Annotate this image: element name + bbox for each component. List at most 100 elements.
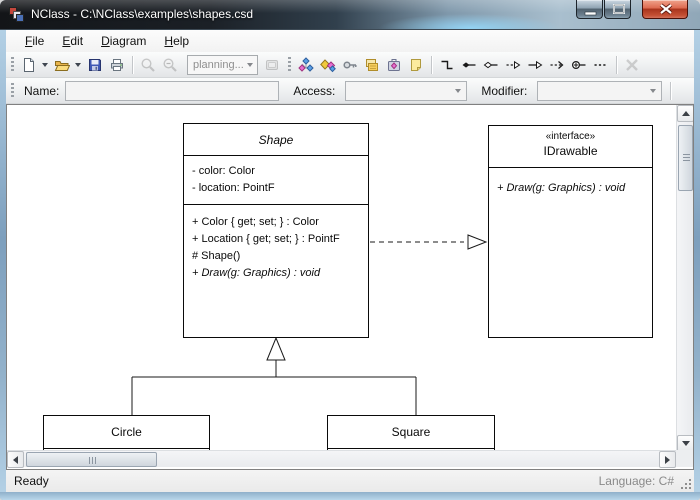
toolbar-separator [616,55,617,74]
vertical-scrollbar-thumb[interactable] [678,125,693,191]
combobox-dropdown-button[interactable] [645,83,660,99]
realization-tool-button[interactable] [503,55,523,75]
close-icon [659,3,673,15]
arrow-down-icon [681,441,690,446]
new-document-button[interactable] [19,55,39,75]
nesting-icon [571,60,586,69]
new-document-dropdown[interactable] [40,55,49,75]
open-document-button[interactable] [52,55,72,75]
diagram-canvas[interactable]: Shape - color: Color - location: PointF … [6,104,694,470]
toolbar-grip[interactable] [288,56,291,73]
horizontal-scrollbar[interactable] [7,450,676,468]
class-tool-icon [298,56,314,72]
scroll-left-button[interactable] [7,451,24,468]
dependency-tool-button[interactable] [547,55,567,75]
save-icon [89,58,101,71]
open-document-dropdown[interactable] [73,55,82,75]
menu-help[interactable]: Help [164,34,190,48]
menu-edit[interactable]: Edit [62,34,84,48]
minimize-button[interactable] [576,0,603,19]
note-icon [411,58,421,71]
vertical-scrollbar[interactable] [676,105,693,452]
method[interactable]: + Draw(g: Graphics) : void [192,267,321,279]
menu-diagram[interactable]: Diagram [101,34,147,48]
comment-link-tool-button[interactable] [591,55,611,75]
class-circle[interactable]: Circle [43,415,210,452]
method[interactable]: + Color { get; set; } : Color [192,216,319,228]
name-input[interactable] [65,80,280,101]
class-square[interactable]: Square [327,415,495,452]
app-icon [9,7,25,23]
client-area: File Edit Diagram Help [6,30,694,492]
toolbar-grip[interactable] [11,82,14,99]
auto-zoom-button[interactable] [262,55,282,75]
minimize-icon [584,11,597,16]
key-icon [343,60,357,69]
briefcase-icon [388,58,400,71]
stereotype: «interface» [545,131,596,142]
interface-tool-button[interactable] [318,55,338,75]
field[interactable]: - location: PointF [192,182,275,194]
close-button[interactable] [642,0,688,19]
nesting-tool-button[interactable] [569,55,589,75]
class-tool-button[interactable] [296,55,316,75]
delete-icon [626,58,638,71]
enum-tool-button[interactable] [362,55,382,75]
combobox-dropdown-button[interactable] [450,83,465,99]
generalization-tool-button[interactable] [525,55,545,75]
toolbar-separator [132,55,133,74]
zoom-in-button[interactable] [138,55,158,75]
association-tool-button[interactable] [437,55,457,75]
class-shape-methods: + Color { get; set; } : Color + Location… [184,205,368,282]
member-toolbar: Name: Access: Modifier: [6,78,694,104]
scroll-right-button[interactable] [659,451,676,468]
maximize-icon [613,4,625,14]
modifier-label: Modifier: [481,83,528,98]
toolbar-grip[interactable] [11,56,14,73]
aggregation-tool-button[interactable] [481,55,501,75]
maximize-button[interactable] [604,0,631,19]
chevron-down-icon [74,62,81,67]
interface-idrawable-header: «interface» IDrawable [489,126,652,168]
composition-tool-button[interactable] [459,55,479,75]
window-frame-left [0,30,6,492]
scroll-up-button[interactable] [677,105,693,122]
field[interactable]: - color: Color [192,165,255,177]
method[interactable]: + Draw(g: Graphics) : void [497,182,626,194]
save-button[interactable] [85,55,105,75]
class-shape-name: Shape [184,124,368,156]
realization-arrowhead [467,234,488,250]
zoom-level-combobox[interactable]: planning... [187,54,258,75]
combobox-dropdown-button[interactable] [242,56,257,74]
class-shape[interactable]: Shape - color: Color - location: PointF … [183,123,369,338]
zoom-out-icon [163,57,177,72]
modifier-combobox[interactable] [537,80,663,101]
open-folder-icon [54,60,70,71]
new-file-icon [24,57,34,72]
auto-zoom-icon [266,59,278,70]
menu-file[interactable]: File [25,34,45,48]
comment-tool-button[interactable] [406,55,426,75]
method[interactable]: # Shape() [192,250,241,262]
aggregation-icon [483,61,498,68]
interface-idrawable[interactable]: «interface» IDrawable + Draw(g: Graphics… [488,125,653,338]
horizontal-scrollbar-thumb[interactable] [26,452,157,467]
resize-grip-icon[interactable] [680,478,692,490]
access-label: Access: [293,83,336,98]
language-indicator: Language: C# [598,474,674,488]
zoom-out-button[interactable] [160,55,180,75]
delegate-tool-button[interactable] [340,55,360,75]
relationship-lines [131,234,488,415]
composition-icon [462,61,476,68]
delete-button[interactable] [622,55,642,75]
name-label: Name: [24,83,60,98]
generalization-arrowhead [266,336,286,361]
print-button[interactable] [107,55,127,75]
method[interactable]: + Location { get; set; } : PointF [192,233,340,245]
access-combobox[interactable] [345,80,468,101]
status-bar: Ready Language: C# [6,470,694,492]
title-bar[interactable]: NClass - C:\NClass\examples\shapes.csd [0,0,700,30]
structure-tool-button[interactable] [384,55,404,75]
window-title: NClass - C:\NClass\examples\shapes.csd [31,7,254,21]
zoom-level-value: planning... [193,58,244,71]
